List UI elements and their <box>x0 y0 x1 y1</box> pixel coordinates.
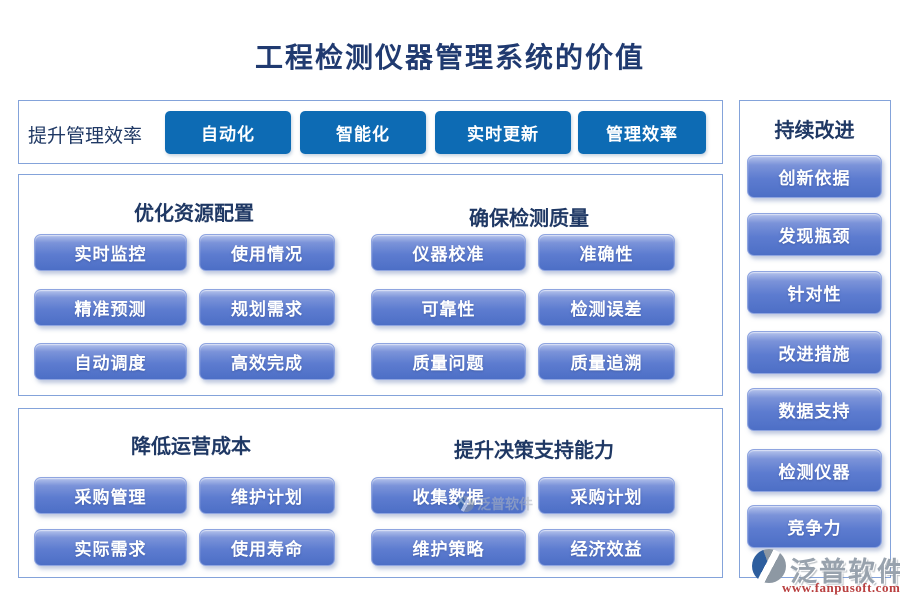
efficiency-section: 提升管理效率 自动化 智能化 实时更新 管理效率 <box>18 100 723 164</box>
cost-chip[interactable]: 采购管理 <box>34 477 187 514</box>
group-title-resource: 优化资源配置 <box>134 203 254 225</box>
decision-chip[interactable]: 维护策略 <box>371 529 526 566</box>
brand-url[interactable]: www.fanpusoft.com <box>782 580 900 595</box>
quality-chip[interactable]: 可靠性 <box>371 289 526 326</box>
cost-chip[interactable]: 维护计划 <box>199 477 335 514</box>
brand-name: 泛普软件 <box>790 557 900 587</box>
watermark: 泛普软件 <box>458 494 533 514</box>
watermark-text: 泛普软件 <box>477 498 533 513</box>
sidebar-chip[interactable]: 竞争力 <box>747 505 882 548</box>
cost-decision-section: 降低运营成本 提升决策支持能力 采购管理 维护计划 实际需求 使用寿命 收集数据… <box>18 408 723 578</box>
resource-chip[interactable]: 实时监控 <box>34 234 187 271</box>
efficiency-chip-intelligence[interactable]: 智能化 <box>300 111 426 154</box>
efficiency-chip-management-efficiency[interactable]: 管理效率 <box>578 111 706 154</box>
efficiency-chip-automation[interactable]: 自动化 <box>165 111 291 154</box>
cost-chip[interactable]: 使用寿命 <box>199 529 335 566</box>
quality-chip[interactable]: 仪器校准 <box>371 234 526 271</box>
sidebar-section: 持续改进 创新依据 发现瓶颈 针对性 改进措施 数据支持 检测仪器 竞争力 <box>739 100 891 578</box>
resource-chip[interactable]: 精准预测 <box>34 289 187 326</box>
sidebar-chip[interactable]: 检测仪器 <box>747 449 882 492</box>
quality-chip[interactable]: 质量追溯 <box>538 343 675 380</box>
efficiency-section-label: 提升管理效率 <box>28 126 143 147</box>
page-title: 工程检测仪器管理系统的价值 <box>254 43 645 74</box>
watermark-logo-icon <box>458 496 474 512</box>
group-title-decision: 提升决策支持能力 <box>454 440 614 462</box>
sidebar-chip[interactable]: 改进措施 <box>747 331 882 374</box>
quality-chip[interactable]: 准确性 <box>538 234 675 271</box>
sidebar-title: 持续改进 <box>774 120 855 142</box>
cost-chip[interactable]: 实际需求 <box>34 529 187 566</box>
resource-chip[interactable]: 自动调度 <box>34 343 187 380</box>
sidebar-chip[interactable]: 针对性 <box>747 271 882 314</box>
resource-chip[interactable]: 高效完成 <box>199 343 335 380</box>
brand-footer: 泛普软件 www.fanpusoft.com <box>752 548 900 596</box>
decision-chip[interactable]: 收集数据 <box>371 477 526 514</box>
quality-chip[interactable]: 质量问题 <box>371 343 526 380</box>
quality-chip[interactable]: 检测误差 <box>538 289 675 326</box>
decision-chip[interactable]: 采购计划 <box>538 477 675 514</box>
group-title-quality: 确保检测质量 <box>469 208 589 230</box>
resource-quality-section: 优化资源配置 确保检测质量 实时监控 使用情况 精准预测 规划需求 自动调度 高… <box>18 174 723 396</box>
sidebar-chip[interactable]: 发现瓶颈 <box>747 213 882 256</box>
group-title-cost: 降低运营成本 <box>131 436 251 458</box>
efficiency-chip-realtime-update[interactable]: 实时更新 <box>435 111 571 154</box>
resource-chip[interactable]: 规划需求 <box>199 289 335 326</box>
sidebar-chip[interactable]: 创新依据 <box>747 155 882 198</box>
resource-chip[interactable]: 使用情况 <box>199 234 335 271</box>
sidebar-chip[interactable]: 数据支持 <box>747 388 882 431</box>
brand-logo-icon <box>752 549 786 583</box>
decision-chip[interactable]: 经济效益 <box>538 529 675 566</box>
